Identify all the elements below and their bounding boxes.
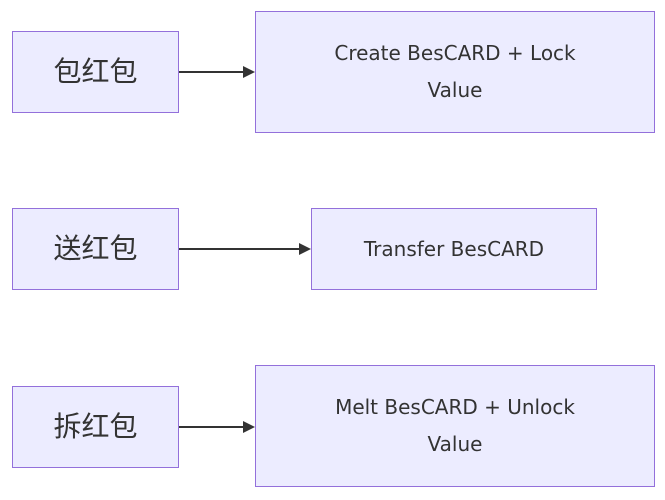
arrowhead-right-icon	[299, 243, 311, 255]
arrowhead-right-icon	[243, 66, 255, 78]
node-target-2: Transfer BesCARD	[311, 208, 597, 290]
arrow-3	[179, 421, 255, 433]
node-target-3-label-line1: Melt BesCARD + Unlock	[335, 395, 575, 419]
arrow-line	[179, 71, 244, 73]
node-source-2: 送红包	[12, 208, 179, 290]
node-target-1-label-line2: Value	[427, 78, 483, 102]
arrowhead-right-icon	[243, 421, 255, 433]
arrow-2	[179, 243, 311, 255]
node-source-2-label: 送红包	[53, 232, 138, 266]
node-target-2-label-line1: Transfer BesCARD	[363, 236, 545, 261]
node-source-3-label: 拆红包	[53, 410, 138, 444]
arrow-line	[179, 248, 300, 250]
node-target-1: Create BesCARD + Lock Value	[255, 11, 655, 133]
node-target-3-label-line2: Value	[427, 432, 483, 456]
node-source-1-label: 包红包	[53, 55, 138, 89]
node-target-1-label-line1: Create BesCARD + Lock	[334, 41, 576, 65]
arrow-line	[179, 426, 244, 428]
arrow-1	[179, 66, 255, 78]
node-source-1: 包红包	[12, 31, 179, 113]
node-target-3: Melt BesCARD + Unlock Value	[255, 365, 655, 487]
node-source-3: 拆红包	[12, 386, 179, 468]
